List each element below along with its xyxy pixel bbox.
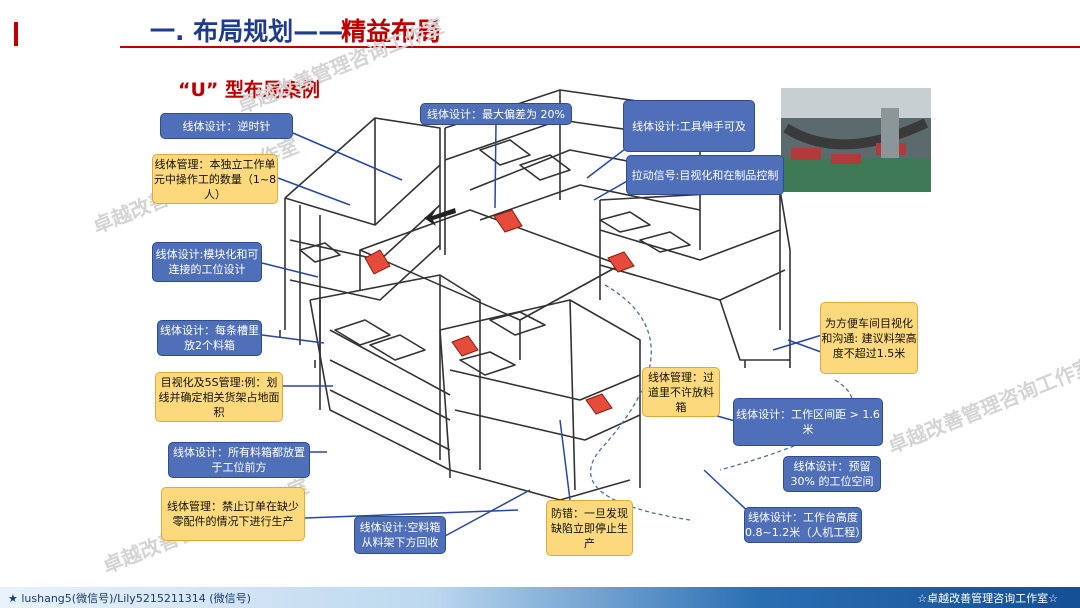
callout-counter-clockwise: 线体设计：逆时针 — [160, 113, 293, 139]
callout-two-bins: 线体设计：每条槽里放2个料箱 — [157, 320, 262, 356]
callout-visual-5s: 目视化及5S管理:例：划线并确定相关货架占地面积 — [155, 372, 283, 422]
header-accent-bar — [14, 22, 18, 46]
subtitle: “U” 型布局案例 — [178, 79, 321, 101]
factory-photo — [781, 88, 931, 192]
callout-bins-front: 线体设计：所有料箱都放置于工位前方 — [168, 442, 310, 478]
callout-error-proofing: 防错：一旦发现缺陷立即停止生产 — [546, 500, 633, 556]
callout-work-spacing: 线体设计：工作区间距 > 1.6米 — [733, 398, 883, 446]
callout-empty-bin-return: 线体设计:空料箱从料架下方回收 — [354, 516, 446, 554]
title-topic: 精益布局 — [341, 17, 442, 46]
footer-brand: ☆卓越改善管理咨询工作室☆ — [917, 592, 1058, 605]
flow-direction-arrow-icon — [424, 208, 456, 226]
callout-max-deviation: 线体设计：最大偏差为 20% — [420, 103, 572, 125]
callout-bench-height: 线体设计：工作台高度0.8~1.2米（人机工程） — [744, 507, 866, 543]
callout-shelf-height: 为方便车间目视化和沟通: 建议料架高度不超过1.5米 — [820, 302, 918, 374]
callout-aisle-no-bins: 线体管理：过道里不许放料箱 — [642, 367, 720, 417]
callout-worker-count: 线体管理：本独立工作单元中操作工的数量（1~8人） — [152, 154, 278, 204]
callout-no-shortage-production: 线体管理：禁止订单在缺少零配件的情况下进行生产 — [161, 487, 305, 541]
callout-pull-signal: 拉动信号:目视化和在制品控制 — [626, 155, 784, 195]
header-divider — [120, 46, 1080, 48]
footer-contact: ★ lushang5(微信号)/Lily5215211314 (微信号) — [8, 592, 251, 605]
title-section: 一. 布局规划—— — [150, 17, 344, 46]
footer-bar: ★ lushang5(微信号)/Lily5215211314 (微信号) ☆卓越… — [0, 587, 1080, 608]
callout-tool-reach: 线体设计:工具伸手可及 — [623, 100, 755, 152]
callout-modular-design: 线体设计:模块化和可连接的工位设计 — [152, 242, 262, 282]
callout-reserve-space: 线体设计：预留30% 的工位空间 — [783, 456, 881, 492]
